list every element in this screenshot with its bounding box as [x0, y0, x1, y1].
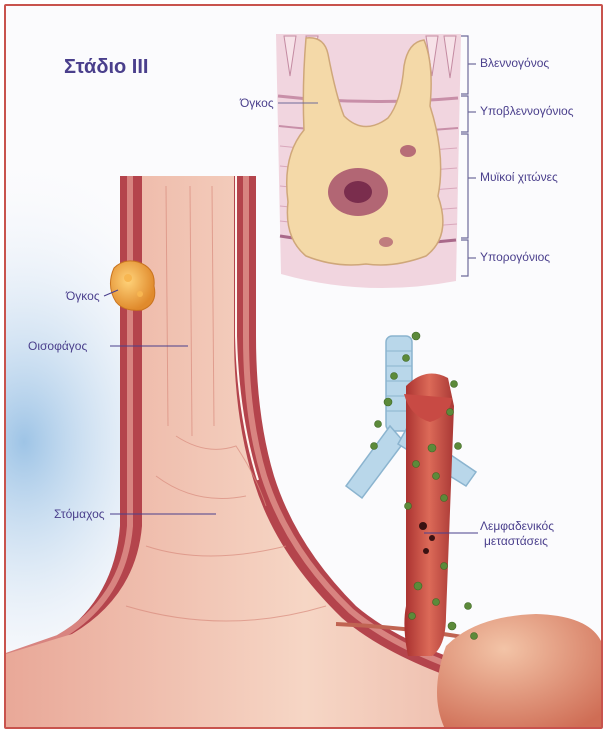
label-muscularis: Μυϊκοί χιτώνες: [480, 170, 558, 184]
label-stomach: Στόμαχος: [54, 507, 105, 521]
label-tumor-inset: Όγκος: [240, 96, 274, 110]
tissue-inset: [276, 34, 476, 288]
label-mucosa: Βλεννογόνος: [480, 56, 549, 70]
label-lymph-node-metastases-2: μεταστάσεις: [484, 534, 548, 548]
diagram-frame: Στάδιο III Βλεννογόνος Υποβλεννογόνιος Μ…: [4, 4, 603, 729]
label-lymph-node-metastases-1: Λεμφαδενικός: [480, 519, 554, 533]
label-esophagus: Οισοφάγος: [28, 339, 87, 353]
label-adventitia: Υπορογόνιος: [480, 250, 550, 264]
stage-title: Στάδιο III: [64, 56, 148, 79]
label-tumor: Όγκος: [66, 289, 100, 303]
label-submucosa: Υποβλεννογόνιος: [480, 104, 574, 118]
